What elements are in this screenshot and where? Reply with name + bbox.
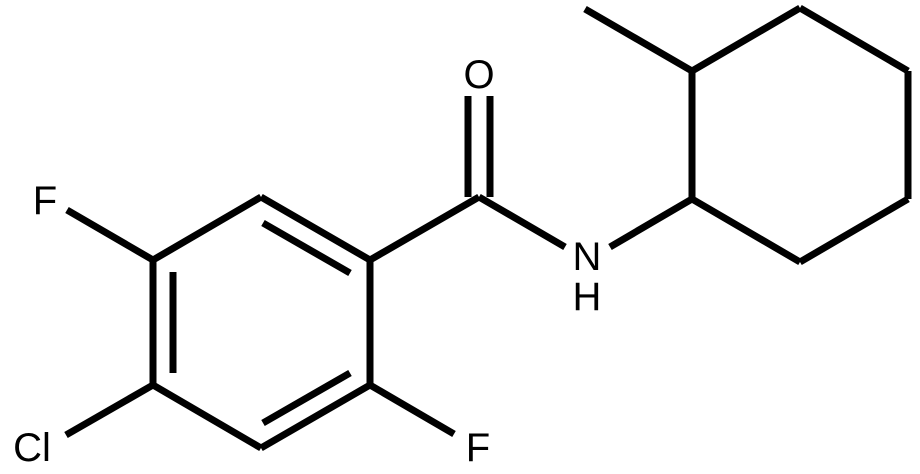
- ring-bond-c4-c5: [151, 381, 263, 452]
- ring-double-bond-inner-2: [261, 369, 352, 427]
- ring-bond-c6-c1: [151, 193, 263, 264]
- fluorine-bottom-label: F: [466, 426, 490, 470]
- bond-c5-chlorine: [64, 381, 155, 439]
- bond-carbonyl-nitrogen: [477, 193, 567, 251]
- bond-ring-carbonyl: [368, 193, 481, 264]
- nitrogen-label: N: [573, 235, 602, 279]
- chlorine-label: Cl: [13, 426, 51, 470]
- benzene-ring: [149, 193, 374, 452]
- fluorine-top-label: F: [33, 179, 57, 223]
- cyclohexane-ring: [688, 4, 912, 266]
- cyclohexane-bond-5: [798, 195, 910, 266]
- cyclohexane-bond-3: [798, 4, 910, 75]
- ring-double-bond-inner-1: [261, 219, 352, 277]
- oxygen-label: O: [463, 53, 494, 97]
- cyclohexane-bond-2: [690, 4, 802, 75]
- ring-bond-c1-c2: [259, 193, 372, 264]
- ring-bond-c3-c4: [259, 381, 372, 452]
- hydrogen-label: H: [573, 275, 602, 319]
- bond-nitrogen-cyclohexyl: [608, 195, 694, 251]
- cyclohexane-bond-6: [690, 195, 802, 266]
- bond-c3-fluorine: [368, 381, 456, 438]
- methyl-bond: [583, 5, 694, 75]
- bond-c6-fluorine: [65, 206, 155, 264]
